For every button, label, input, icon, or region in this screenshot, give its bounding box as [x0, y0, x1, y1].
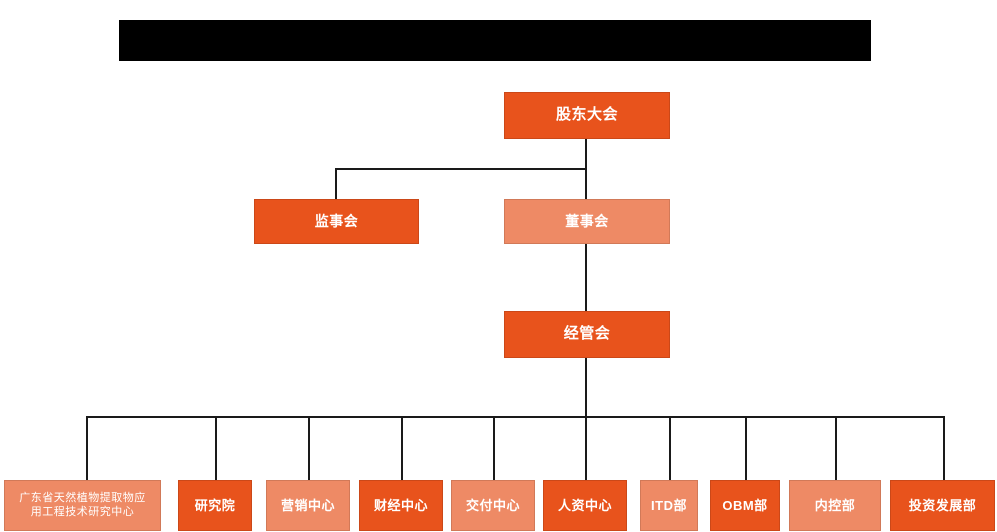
- node-label: 股东大会: [555, 106, 618, 124]
- connector-department-bus: [86, 416, 945, 418]
- node-shareholders-meeting[interactable]: 股东大会: [504, 92, 670, 139]
- drop-line-delivery-center: [493, 416, 495, 480]
- node-marketing-center[interactable]: 营销中心: [266, 480, 350, 531]
- redacted-title-banner: [119, 20, 871, 61]
- drop-line-hr-center: [585, 416, 587, 480]
- node-board-of-directors[interactable]: 董事会: [504, 199, 670, 244]
- node-label: 监事会: [314, 212, 359, 229]
- node-management-committee[interactable]: 经管会: [504, 311, 670, 358]
- node-label: 投资发展部: [908, 497, 977, 513]
- drop-line-obm-department: [745, 416, 747, 480]
- node-label: 内控部: [814, 497, 856, 513]
- node-investment-development-department[interactable]: 投资发展部: [890, 480, 995, 531]
- node-obm-department[interactable]: OBM部: [710, 480, 780, 531]
- node-label: OBM部: [722, 497, 768, 513]
- node-itd-department[interactable]: ITD部: [640, 480, 698, 531]
- node-label: 交付中心: [465, 497, 520, 513]
- node-research-institute[interactable]: 研究院: [178, 480, 252, 531]
- connector-shareholders-down: [585, 138, 587, 170]
- connector-management-down: [585, 357, 587, 417]
- node-delivery-center[interactable]: 交付中心: [451, 480, 535, 531]
- node-guangdong-research-center[interactable]: 广东省天然植物提取物应 用工程技术研究中心: [4, 480, 161, 531]
- node-label: 财经中心: [373, 497, 428, 513]
- connector-directors-to-management: [585, 243, 587, 312]
- connector-supervisors-down: [335, 168, 337, 200]
- drop-line-itd-department: [669, 416, 671, 480]
- node-label: 董事会: [565, 212, 609, 229]
- drop-line-guangdong-research-center: [86, 416, 88, 480]
- node-hr-center[interactable]: 人资中心: [543, 480, 627, 531]
- node-label: ITD部: [651, 497, 687, 513]
- node-internal-control-department[interactable]: 内控部: [789, 480, 881, 531]
- drop-line-finance-center: [401, 416, 403, 480]
- node-label: 研究院: [194, 497, 236, 513]
- connector-level2-bus: [335, 168, 587, 170]
- node-finance-center[interactable]: 财经中心: [359, 480, 443, 531]
- connector-directors-down: [585, 168, 587, 200]
- drop-line-investment-development-department: [943, 416, 945, 480]
- drop-line-marketing-center: [308, 416, 310, 480]
- drop-line-research-institute: [215, 416, 217, 480]
- node-label: 经管会: [563, 325, 611, 343]
- node-label: 营销中心: [280, 497, 335, 513]
- node-label: 人资中心: [557, 497, 612, 513]
- drop-line-internal-control-department: [835, 416, 837, 480]
- node-board-of-supervisors[interactable]: 监事会: [254, 199, 419, 244]
- node-label: 广东省天然植物提取物应 用工程技术研究中心: [19, 492, 146, 518]
